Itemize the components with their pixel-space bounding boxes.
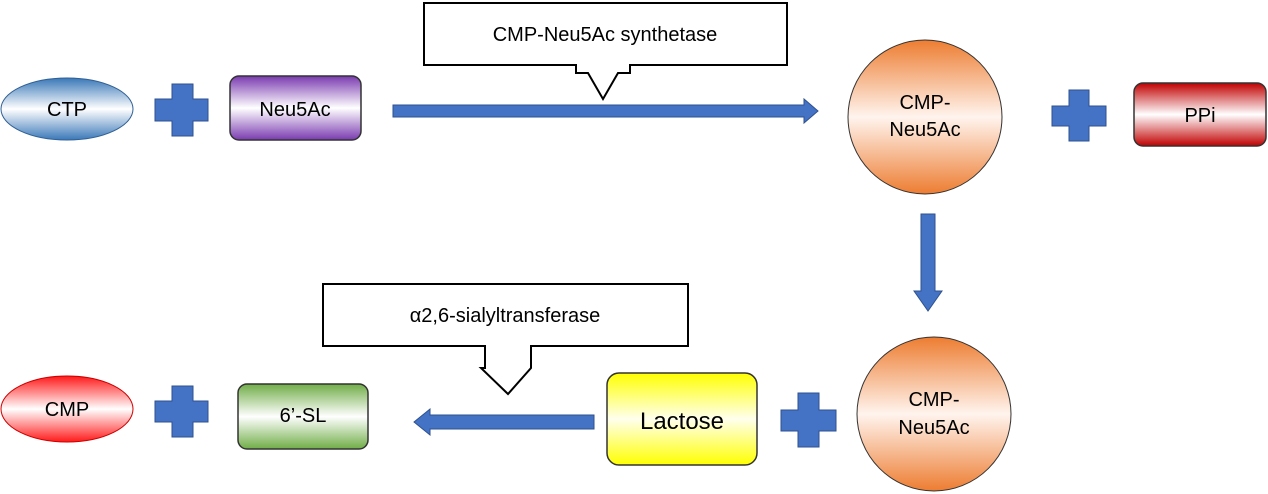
synthetase-callout: CMP-Neu5Ac synthetase: [423, 2, 788, 102]
ctp-ellipse: CTP: [0, 77, 134, 141]
sialyltransferase-callout: α2,6-sialyltransferase: [322, 283, 689, 396]
ppi-label: PPi: [1184, 105, 1215, 127]
cmp-neu5ac-circle-top: CMP- Neu5Ac: [847, 39, 1003, 195]
ctp-label: CTP: [47, 99, 87, 121]
reaction-arrow-down: [913, 213, 943, 312]
synthetase-label: CMP-Neu5Ac synthetase: [493, 24, 718, 46]
neu5ac-label: Neu5Ac: [259, 99, 330, 121]
reaction-arrow-left: [413, 407, 595, 437]
plus-icon: [780, 392, 837, 448]
6sl-label: 6’-SL: [280, 405, 327, 427]
lactose-label: Lactose: [640, 408, 724, 435]
cmp-neu5ac-top-line2: Neu5Ac: [889, 119, 960, 141]
plus-icon: [1051, 89, 1107, 142]
cmp-neu5ac-bottom-line2: Neu5Ac: [898, 417, 969, 439]
cmp-neu5ac-circle-bottom: CMP- Neu5Ac: [856, 336, 1012, 492]
cmp-label: CMP: [45, 399, 89, 421]
reaction-arrow-right: [392, 97, 819, 125]
cmp-ellipse: CMP: [0, 375, 134, 443]
ppi-box: PPi: [1133, 82, 1267, 147]
plus-icon: [154, 385, 209, 438]
neu5ac-box: Neu5Ac: [229, 75, 362, 141]
cmp-neu5ac-top-line1: CMP-: [899, 92, 950, 114]
cmp-neu5ac-bottom-line1: CMP-: [908, 389, 959, 411]
sialyltransferase-label: α2,6-sialyltransferase: [410, 305, 601, 327]
plus-icon: [154, 83, 209, 137]
lactose-box: Lactose: [606, 372, 758, 466]
6sl-box: 6’-SL: [237, 383, 369, 450]
